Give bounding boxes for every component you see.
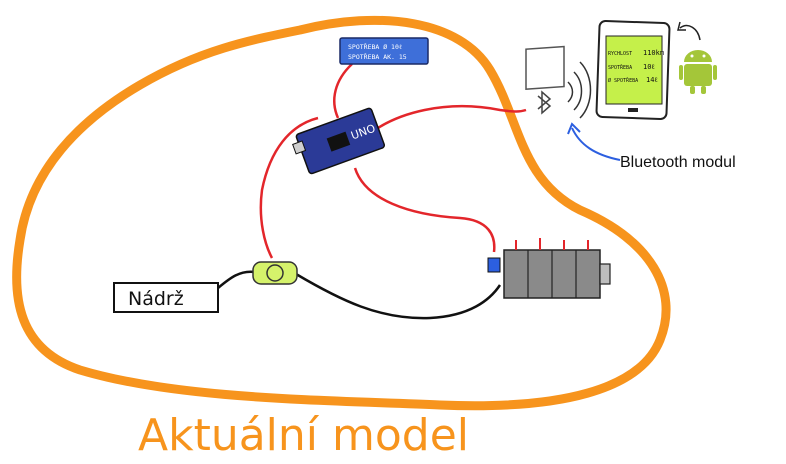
fuel-line: [217, 270, 502, 320]
phone-row-2-label: SPOTŘEBA: [608, 63, 632, 71]
tank-box: Nádrž: [113, 282, 219, 313]
lcd-line-2: SPOTŘEBA AK. 15: [348, 52, 407, 61]
system-boundary-loop: [12, 15, 671, 411]
wire-lcd-arduino: [333, 63, 353, 119]
red-wires: [259, 63, 527, 259]
arduino-board-icon: UNO: [292, 107, 386, 175]
phone-screen: [605, 35, 663, 105]
phone-home-button: [628, 108, 638, 112]
valve-icon: [252, 261, 298, 285]
phone-row-3-label: Ø SPOTŘEBA: [608, 76, 638, 84]
tank-label: Nádrž: [128, 288, 184, 310]
phone-row-3-value: 14ℓ: [646, 76, 658, 84]
wire-arduino-valve: [259, 116, 319, 259]
phone-icon: RYCHLOST 110km SPOTŘEBA 10ℓ Ø SPOTŘEBA 1…: [595, 20, 671, 120]
phone-row-1-label: RYCHLOST: [608, 51, 632, 57]
fuel-line-valve-engine: [295, 272, 502, 320]
arduino-chip: [326, 131, 351, 152]
phone-row-2-value: 10ℓ: [643, 63, 655, 71]
wire-arduino-bluetooth: [361, 105, 527, 141]
phone-row-1-value: 110km: [643, 49, 664, 57]
android-icon: [679, 50, 717, 94]
diagram-caption: Aktuální model: [138, 410, 470, 461]
engine-sensor: [487, 257, 501, 273]
lcd-display-icon: SPOTŘEBA Ø 10ℓ SPOTŘEBA AK. 15: [339, 37, 429, 65]
bluetooth-icon: [537, 90, 552, 115]
android-arrow: [677, 21, 701, 41]
wireless-signal-icon: [567, 61, 592, 119]
bluetooth-module: [525, 45, 565, 115]
lcd-line-1: SPOTŘEBA Ø 10ℓ: [348, 42, 402, 51]
engine-icon: [487, 238, 611, 299]
pointer-arrow: [567, 122, 621, 161]
wire-arduino-engine: [353, 167, 496, 253]
fuel-line-tank-valve: [217, 270, 256, 289]
arduino-usb-port: [292, 140, 307, 155]
bluetooth-module-label: Bluetooth modul: [620, 154, 736, 171]
